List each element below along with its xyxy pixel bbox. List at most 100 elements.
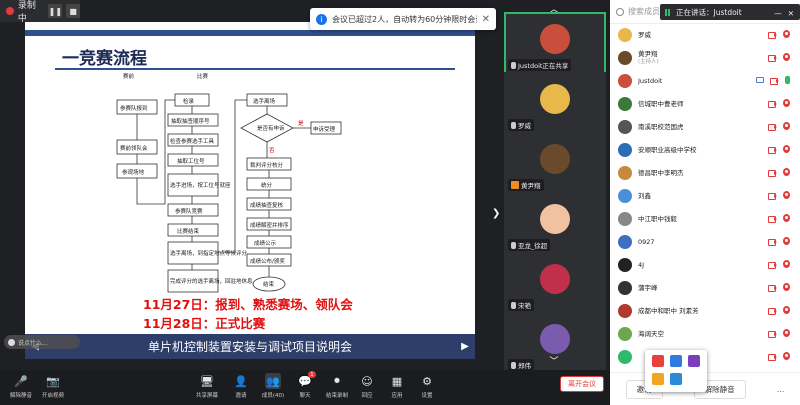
participant-row[interactable]: 罗威: [610, 24, 800, 46]
video-tile[interactable]: Justdoit正在共享: [504, 12, 606, 74]
col-label-match: 比赛: [197, 72, 209, 80]
participant-status-icons: [768, 352, 790, 361]
participant-name: 罗威: [638, 31, 651, 39]
flow-node: 否: [269, 147, 275, 154]
participant-name: 蒲宇峰: [638, 284, 658, 292]
video-tile[interactable]: 郑伟: [504, 312, 606, 374]
app-icon[interactable]: [670, 373, 682, 385]
flow-node: 赛前领队会: [120, 144, 148, 152]
invite-button[interactable]: 👤邀请: [226, 373, 256, 400]
toolbar-label: 结束录制: [325, 393, 348, 399]
mic-off-icon: [783, 168, 790, 176]
camera-off-icon: [768, 353, 777, 361]
mic-off-icon: [783, 30, 790, 38]
mic-off-icon: [783, 329, 790, 337]
participant-row[interactable]: 成都中和职中 刘素芳: [610, 300, 800, 322]
unmute-button[interactable]: 🎤解除静音: [6, 373, 36, 400]
video-name: 亚龙_徐超: [518, 242, 548, 250]
avatar: [618, 304, 632, 318]
app-icon[interactable]: [652, 355, 664, 367]
participant-row[interactable]: Justdoit: [610, 70, 800, 92]
video-name-label: 罗威: [508, 119, 534, 131]
video-name: 郑伟: [518, 362, 531, 370]
flow-node: 抽取工位号: [177, 157, 205, 165]
app-icon[interactable]: [670, 355, 682, 367]
flow-node: 选手离场: [253, 97, 276, 105]
more-icon[interactable]: ...: [776, 384, 785, 394]
mic-off-icon: [783, 53, 790, 61]
chat-icon: 💬1: [297, 371, 316, 389]
next-slide-button[interactable]: ▶: [458, 334, 472, 358]
stop-recording-button[interactable]: ■: [66, 4, 81, 18]
pause-recording-button[interactable]: ❚❚: [48, 4, 63, 18]
avatar: [540, 324, 570, 354]
toolbar-label: 解除静音: [9, 393, 32, 399]
mic-off-icon: [783, 191, 790, 199]
notice-toast: i 会议已超过2人，自动转为60分钟限时会议。 ✕: [310, 8, 496, 30]
video-tile[interactable]: 宋艳: [504, 252, 606, 314]
stop-recording-icon: ⏺: [334, 374, 340, 387]
mic-off-icon: [783, 122, 790, 130]
app-icon[interactable]: [652, 373, 664, 385]
participant-row[interactable]: 中江职中钱毅: [610, 208, 800, 230]
apps-button[interactable]: ▦应用: [382, 373, 412, 400]
participant-row[interactable]: 0927: [610, 231, 800, 253]
mic-off-icon: [783, 306, 790, 314]
settings-icon: ⚙: [422, 374, 432, 388]
minimize-icon[interactable]: —: [774, 9, 782, 18]
participant-row[interactable]: [610, 346, 800, 368]
leave-meeting-button[interactable]: 离开会议: [560, 376, 604, 392]
participant-row[interactable]: 德昌职中李明杰: [610, 162, 800, 184]
video-tile[interactable]: 亚龙_徐超: [504, 192, 606, 254]
mic-off-icon: [783, 237, 790, 245]
participant-row[interactable]: 南溪职校范国虎: [610, 116, 800, 138]
avatar: [618, 189, 632, 203]
participant-row[interactable]: 蒲宇峰: [610, 277, 800, 299]
video-tile[interactable]: 罗威: [504, 72, 606, 134]
scroll-down-icon[interactable]: ﹀: [549, 357, 559, 367]
settings-button[interactable]: ⚙设置: [412, 373, 442, 400]
camera-off-icon: [770, 77, 779, 85]
chat-quick-input[interactable]: 说点什么...: [4, 335, 80, 349]
participant-row[interactable]: 黄尹翔(主持人): [610, 47, 800, 69]
recording-bar: 录制中 ❚❚ ■: [0, 0, 81, 24]
participant-row[interactable]: 安顺职业高级中学校: [610, 139, 800, 161]
avatar: [618, 120, 632, 134]
participant-name-block: 刘鑫: [638, 192, 651, 200]
participant-row[interactable]: 4J: [610, 254, 800, 276]
app-icon[interactable]: [688, 355, 700, 367]
participant-name: 信城职中曹老师: [638, 100, 684, 108]
collapse-video-arrow-icon[interactable]: ❯: [492, 208, 501, 219]
reactions-button[interactable]: ☺回应: [352, 373, 382, 400]
recording-label: 录制中: [17, 1, 36, 24]
flow-node: 选手离场，到指定地点等候评分: [170, 249, 248, 257]
participant-row[interactable]: 信城职中曹老师: [610, 93, 800, 115]
avatar: [618, 235, 632, 249]
participant-name: 安顺职业高级中学校: [638, 146, 697, 154]
participant-row[interactable]: 海阔天空: [610, 323, 800, 345]
members-button[interactable]: 👥成员(40): [258, 373, 288, 399]
participant-name-block: 南溪职校范国虎: [638, 123, 684, 131]
info-icon: i: [316, 13, 327, 25]
participant-row[interactable]: 刘鑫: [610, 185, 800, 207]
camera-off-icon: [768, 100, 777, 108]
video-name-label: 郑伟: [508, 359, 534, 371]
video-tile[interactable]: 黄尹翔: [504, 132, 606, 194]
close-icon[interactable]: ✕: [481, 13, 490, 25]
start-video-button[interactable]: 📷开启视频: [38, 373, 68, 400]
col-label-pre: 赛前: [123, 72, 135, 80]
stop-recording-button[interactable]: ⏺ 结束录制: [322, 373, 352, 399]
camera-off-icon: [768, 307, 777, 315]
mic-off-icon: [783, 260, 790, 268]
avatar: [618, 74, 632, 88]
camera-off-icon: [768, 31, 777, 39]
share-screen-button[interactable]: 🖥共享屏幕: [192, 373, 222, 400]
mic-icon: [511, 241, 516, 249]
scroll-up-icon[interactable]: ︿: [549, 5, 559, 15]
camera-off-icon: [768, 215, 777, 223]
participant-name-block: 0927: [638, 238, 655, 246]
close-window-icon[interactable]: ✕: [787, 9, 794, 18]
screen-share-icon: [756, 77, 764, 83]
participant-name: 成都中和职中 刘素芳: [638, 307, 699, 315]
